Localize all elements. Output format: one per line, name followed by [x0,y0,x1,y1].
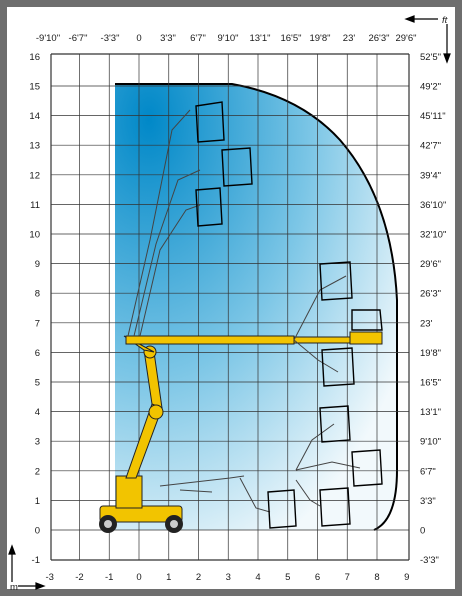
right-ft-tick-label: 3'3" [420,496,436,507]
right-ft-tick-label: 13'1" [420,407,441,418]
envelope-outline [115,83,398,531]
left-m-tick-label: 0 [35,526,40,537]
right-ft-tick-label: 26'3" [420,289,441,300]
left-m-tick-label: 9 [35,259,40,270]
main-boom-horizontal [125,309,383,345]
working-envelope [115,84,397,530]
right-ft-tick-label: 45'11" [420,111,446,122]
left-m-tick-label: 14 [29,111,40,122]
top-ft-tick-label: -3'3" [101,33,120,44]
right-ft-tick-label: 49'2" [420,82,441,93]
top-ft-tick-label: 3'3" [160,33,176,44]
top-ft-tick-label: 23' [343,33,356,44]
left-m-tick-label: 8 [35,289,40,300]
unit-ft-label: ft [442,15,448,26]
left-m-tick-label: 6 [35,348,40,359]
right-ft-tick-label: 23' [420,318,433,329]
left-m-tick-label: 12 [29,170,40,181]
unit-m-label: m [10,582,18,593]
left-m-tick-label: 7 [35,318,40,329]
right-ft-tick-label: 36'10" [420,200,446,211]
left-m-tick-label: 3 [35,437,40,448]
machine-chassis [99,475,183,533]
left-m-tick-label: 15 [29,82,40,93]
bottom-m-tick-label: -3 [46,572,54,583]
bottom-m-tick-label: 9 [404,572,409,583]
right-ft-tick-label: 29'6" [420,259,441,270]
top-ft-tick-label: 19'8" [309,33,330,44]
top-ft-tick-label: 6'7" [190,33,206,44]
top-ft-tick-label: -9'10" [36,33,60,44]
bottom-m-tick-label: 1 [166,572,171,583]
top-ft-tick-label: 29'6" [395,33,416,44]
top-ft-tick-label: 9'10" [217,33,238,44]
top-ft-tick-label: 13'1" [249,33,270,44]
grid-lines [50,53,410,561]
right-ft-tick-label: 42'7" [420,141,441,152]
bottom-m-tick-label: 6 [315,572,320,583]
bottom-m-tick-label: 5 [285,572,290,583]
right-ft-tick-label: -3'3" [420,555,439,566]
top-ft-tick-label: 26'3" [368,33,389,44]
bottom-m-tick-label: 8 [374,572,379,583]
bottom-m-tick-label: 4 [255,572,260,583]
left-m-tick-label: 10 [29,230,40,241]
bottom-m-tick-label: 2 [196,572,201,583]
left-m-tick-label: 1 [35,496,40,507]
right-ft-tick-label: 0 [420,526,425,537]
bottom-m-tick-label: -2 [75,572,83,583]
top-ft-tick-label: -6'7" [69,33,88,44]
left-m-tick-label: 11 [30,200,40,211]
ghost-booms [127,109,361,513]
bottom-m-tick-label: 7 [345,572,350,583]
left-m-tick-label: 5 [35,378,40,389]
right-ft-tick-label: 9'10" [420,437,441,448]
top-ft-tick-label: 0 [136,33,141,44]
right-ft-tick-label: 19'8" [420,348,441,359]
right-ft-tick-label: 52'5" [420,52,441,63]
bottom-m-tick-label: 0 [136,572,141,583]
right-ft-tick-label: 32'10" [420,230,446,241]
right-ft-tick-label: 6'7" [420,466,436,477]
m-arrow [8,544,46,590]
right-ft-tick-label: 16'5" [420,378,441,389]
right-ft-tick-label: 39'4" [420,170,441,181]
ft-arrow [404,15,451,64]
bottom-m-tick-label: -1 [105,572,113,583]
axis-labels: 161514131211109876543210-152'5"49'2"45'1… [29,33,446,583]
top-ft-tick-label: 16'5" [280,33,301,44]
left-m-tick-label: 4 [35,407,40,418]
left-m-tick-label: 2 [35,466,40,477]
platform-baskets [195,101,383,529]
bottom-m-tick-label: 3 [226,572,231,583]
left-m-tick-label: 16 [29,52,40,63]
left-m-tick-label: -1 [32,555,40,566]
left-m-tick-label: 13 [29,141,40,152]
